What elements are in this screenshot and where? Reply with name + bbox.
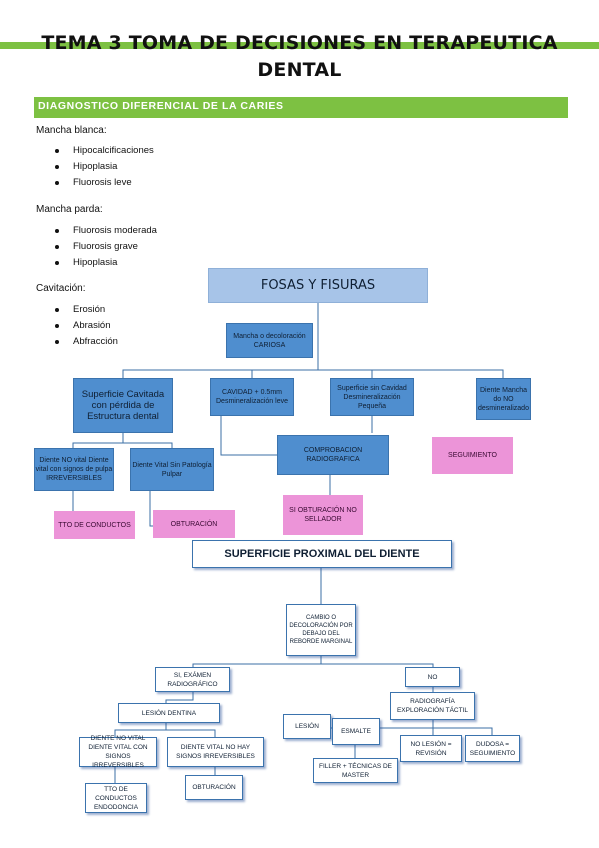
title-line-1: TEMA 3 TOMA DE DECISIONES EN TERAPEUTICA — [41, 32, 558, 54]
section-heading: DIAGNOSTICO DIFERENCIAL DE LA CARIES — [38, 100, 284, 112]
obturacion-box: OBTURACIÓN — [153, 510, 235, 538]
list-item: Hipoplasia — [55, 161, 154, 177]
lesion-box: LESIÓN — [283, 714, 331, 739]
lesion-dentina-box: LESIÓN DENTINA — [118, 703, 220, 723]
mancha-cariosa-box: Mancha o decoloración CARIOSA — [226, 323, 313, 358]
mancha-parda-list: Fluorosis moderada Fluorosis grave Hipop… — [55, 225, 157, 273]
diente-manchado-box: Diente Mancha do NO desmineralizado — [476, 378, 531, 420]
list-item: Erosión — [55, 304, 118, 320]
comprobacion-radiografica-box: COMPROBACION RADIOGRAFICA — [277, 435, 389, 475]
cavitacion-label: Cavitación: — [36, 283, 86, 294]
diente-no-vital-box: Diente NO vital Diente vital con signos … — [34, 448, 114, 491]
list-item: Fluorosis leve — [55, 177, 154, 193]
list-item: Fluorosis moderada — [55, 225, 157, 241]
esmalte-box: ESMALTE — [332, 718, 380, 745]
fosas-title-box: FOSAS Y FISURAS — [208, 268, 428, 303]
cavitacion-list: Erosión Abrasión Abfracción — [55, 304, 118, 352]
mancha-blanca-label: Mancha blanca: — [36, 125, 107, 136]
cavidad-leve-box: CAVIDAD + 0.5mm Desmineralización leve — [210, 378, 294, 416]
tto-conductos-box: TTO DE CONDUCTOS — [54, 511, 135, 539]
radiografia-box: RADIOGRAFÍA EXPLORACIÓN TÁCTIL — [390, 692, 475, 720]
decoloracion-root-box: CAMBIO O DECOLORACIÓN POR DEBAJO DEL REB… — [286, 604, 356, 656]
proximal-tto-box: TTO DE CONDUCTOS ENDODONCIA — [85, 783, 147, 813]
dudosa-box: DUDOSA = SEGUIMIENTO — [465, 735, 520, 762]
superficie-cavitada-box: Superficie Cavitada con pérdida de Estru… — [73, 378, 173, 433]
no-lesion-box: NO LESIÓN = REVISIÓN — [400, 735, 462, 762]
seguimiento-box: SEGUIMIENTO — [432, 437, 513, 474]
list-item: Fluorosis grave — [55, 241, 157, 257]
section-heading-band: DIAGNOSTICO DIFERENCIAL DE LA CARIES — [34, 97, 568, 118]
list-item: Hipoplasia — [55, 257, 157, 273]
proximal-vital-box: DIENTE VITAL NO HAY SIGNOS IRREVERSIBLES — [167, 737, 264, 767]
mancha-blanca-list: Hipocalcificaciones Hipoplasia Fluorosis… — [55, 145, 154, 193]
no-box: NO — [405, 667, 460, 687]
proximal-obturacion-box: OBTURACIÓN — [185, 775, 243, 800]
page-title: TEMA 3 TOMA DE DECISIONES EN TERAPEUTICA… — [0, 30, 599, 84]
mancha-parda-label: Mancha parda: — [36, 204, 103, 215]
diente-vital-box: Diente Vital Sin Patología Pulpar — [130, 448, 214, 491]
proximal-title-box: SUPERFICIE PROXIMAL DEL DIENTE — [192, 540, 452, 568]
obturacion-sellador-box: SI OBTURACIÓN NO SELLADOR — [283, 495, 363, 535]
list-item: Hipocalcificaciones — [55, 145, 154, 161]
list-item: Abfracción — [55, 336, 118, 352]
title-highlight — [0, 42, 599, 49]
si-examen-box: SI, EXÁMEN RADIOGRÁFICO — [155, 667, 230, 692]
list-item: Abrasión — [55, 320, 118, 336]
filler-box: FILLER + TÉCNICAS DE MASTER — [313, 758, 398, 783]
title-line-2: DENTAL — [257, 59, 342, 81]
proximal-no-vital-box: DIENTE NO VITAL DIENTE VITAL CON SIGNOS … — [79, 735, 157, 769]
superficie-sin-cavidad-box: Superficie sin Cavidad Desmineralización… — [330, 378, 414, 416]
